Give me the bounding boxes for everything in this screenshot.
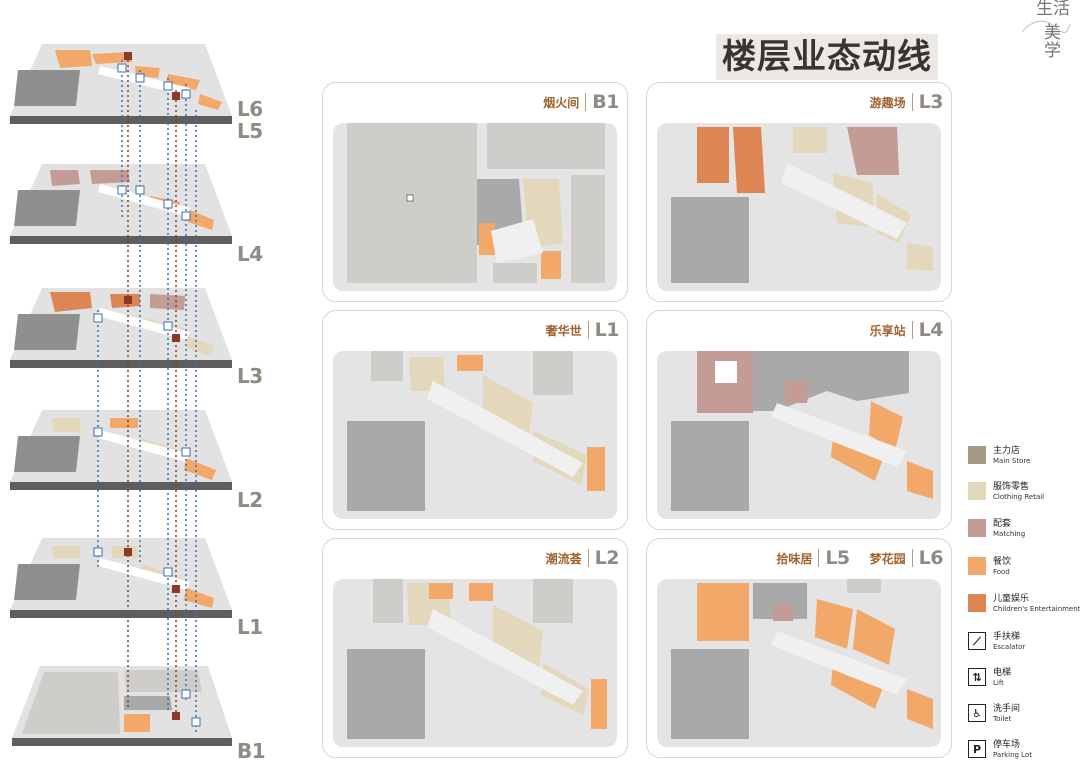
parking-icon: P (968, 740, 986, 758)
legend-swatch (968, 519, 986, 537)
brand-logo: 生活 美学 (1014, 0, 1072, 60)
brand-text-top: 生活 (1036, 0, 1070, 19)
floor-map-l4 (657, 351, 941, 519)
card-header: 烟火间 B1 (543, 89, 619, 115)
stack-label-l1: L1 (237, 615, 263, 639)
floor-card-l4: 乐享站 L4 (646, 310, 952, 530)
stack-label-l3: L3 (237, 364, 263, 388)
slab-l5-l6 (10, 44, 232, 124)
card-header: 奢华世 L1 (545, 317, 620, 343)
stack-label-b1: B1 (237, 739, 266, 763)
floor-name: 潮流荟 (545, 551, 582, 566)
floor-code: L3 (918, 91, 944, 113)
stack-label-l6: L6 (237, 97, 263, 121)
legend-swatch (968, 594, 986, 612)
floor-code: L5 (825, 547, 850, 569)
floor-map-l2 (333, 579, 617, 747)
floor-name: 拾味居 (776, 551, 813, 566)
floor-code: L4 (918, 319, 944, 341)
floor-name-2: 梦花园 (869, 551, 906, 566)
floor-name: 烟火间 (543, 95, 580, 110)
card-header: 潮流荟 L2 (545, 545, 620, 571)
legend-swatch (968, 446, 986, 464)
card-header: 拾味居 L5 梦花园 L6 (776, 545, 943, 571)
floor-name: 乐享站 (869, 323, 906, 338)
slab-l3 (10, 288, 232, 368)
floor-map-l1 (333, 351, 617, 519)
slab-l2 (10, 410, 232, 490)
floor-code-2: L6 (918, 547, 944, 569)
floor-card-l3: 游趣场 L3 (646, 82, 952, 302)
escalator-icon: ⟋ (968, 632, 986, 650)
floor-code: B1 (592, 91, 619, 113)
legend-swatch (968, 482, 986, 500)
floor-code: L2 (594, 547, 620, 569)
floor-card-l1: 奢华世 L1 (322, 310, 628, 530)
floor-code: L1 (594, 319, 620, 341)
floor-map-l3 (657, 123, 941, 291)
slab-l1 (10, 538, 232, 618)
stack-label-l4: L4 (237, 242, 263, 266)
toilet-icon: ♿ (968, 704, 986, 722)
floor-card-l5-l6: 拾味居 L5 梦花园 L6 (646, 538, 952, 758)
floor-stack-diagram: L6 L5 L4 L3 L2 L1 B1 (0, 0, 320, 767)
legend-swatch (968, 557, 986, 575)
stack-label-l2: L2 (237, 488, 263, 512)
card-header: 游趣场 L3 (869, 89, 944, 115)
floor-map-b1 (333, 123, 617, 291)
stack-label-l5: L5 (237, 119, 263, 143)
floor-name: 奢华世 (545, 323, 582, 338)
slab-b1 (12, 666, 232, 746)
floor-name: 游趣场 (869, 95, 906, 110)
brand-swash-icon (1021, 20, 1071, 33)
page-title: 楼层业态动线 (716, 34, 938, 80)
slab-l4 (10, 164, 232, 244)
floor-card-b1: 烟火间 B1 (322, 82, 628, 302)
lift-icon: ⇅ (968, 668, 986, 686)
floor-card-l2: 潮流荟 L2 (322, 538, 628, 758)
card-header: 乐享站 L4 (869, 317, 944, 343)
floor-map-l5-l6 (657, 579, 941, 747)
